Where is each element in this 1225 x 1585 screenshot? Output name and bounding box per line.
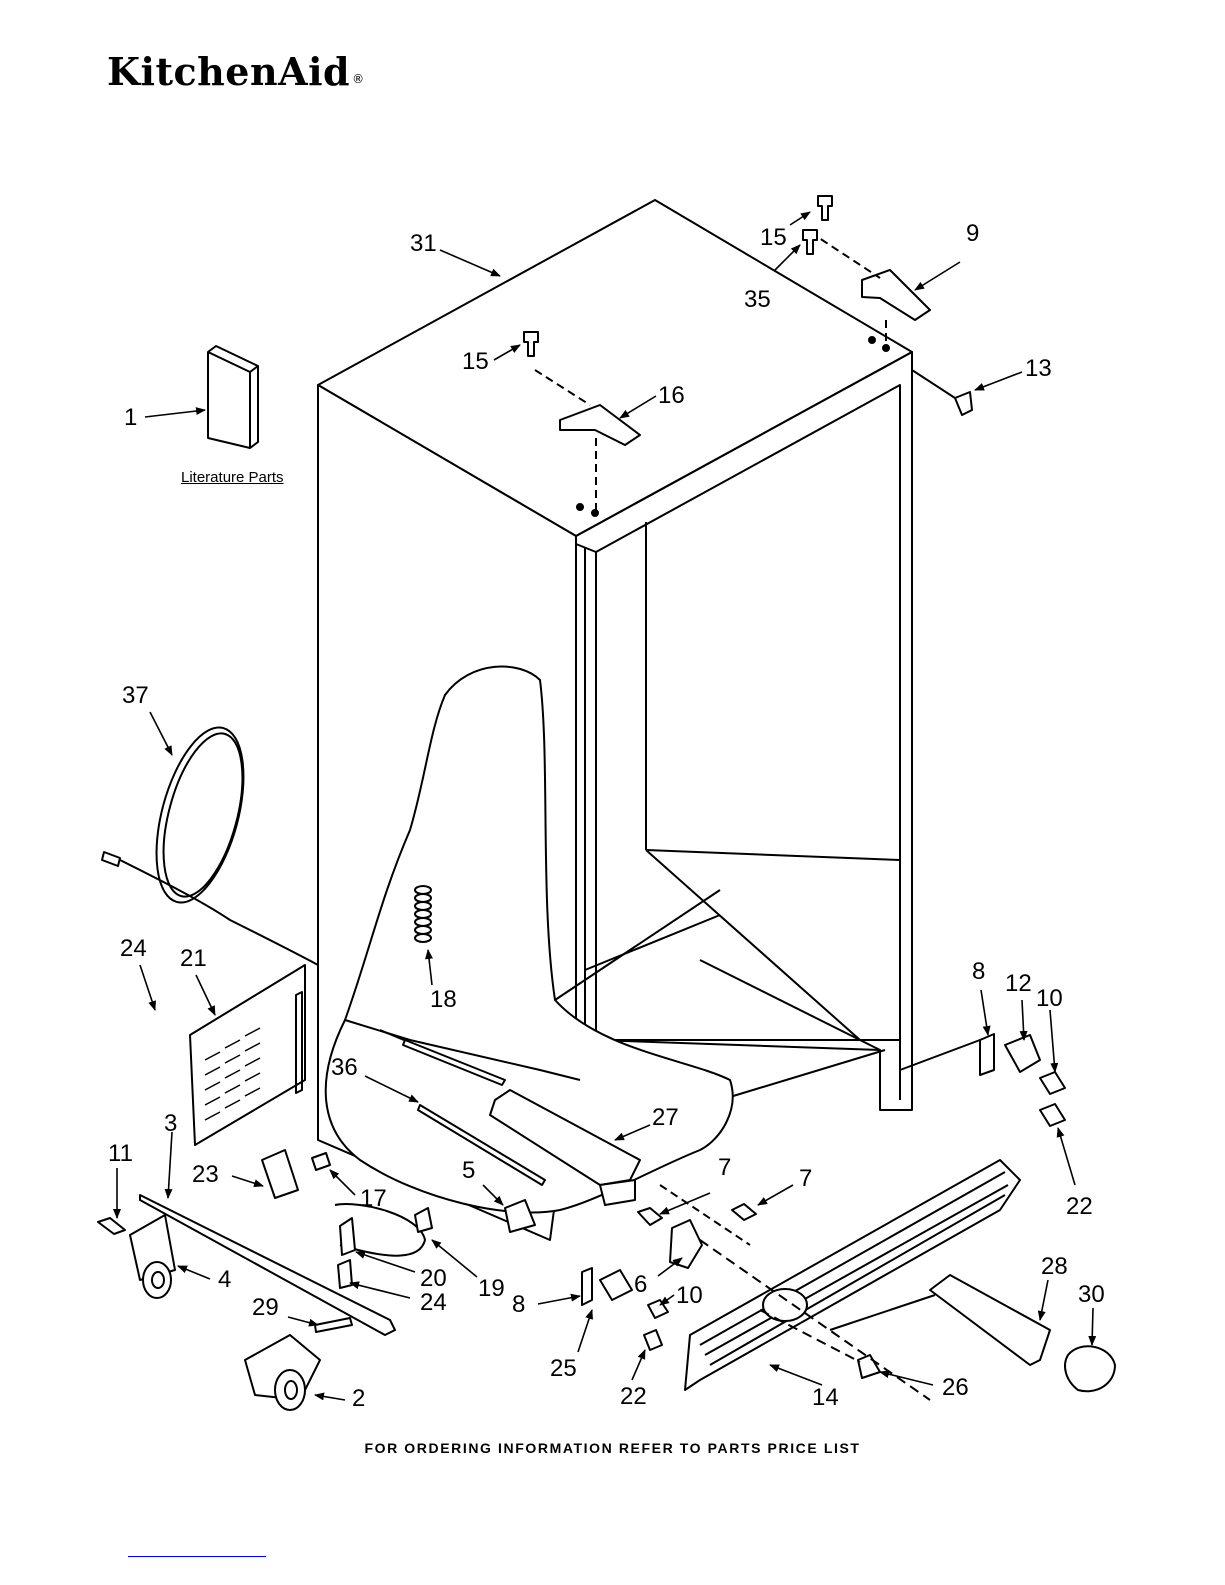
callout-28: 28 [1041, 1255, 1068, 1279]
leader-8b [538, 1296, 580, 1304]
leader-31 [440, 250, 500, 276]
callout-6: 6 [634, 1273, 647, 1297]
bracket-13 [955, 392, 972, 415]
leader-28 [1040, 1280, 1048, 1320]
leader-10b [660, 1295, 674, 1305]
screw-15-top [818, 196, 832, 220]
callout-7: 7 [799, 1167, 812, 1191]
leader-13 [975, 372, 1022, 390]
callout-16: 16 [658, 384, 685, 408]
callout-8: 8 [512, 1293, 525, 1317]
callout-3: 3 [164, 1112, 177, 1136]
leader-22b [632, 1350, 645, 1380]
base-grille [685, 1160, 1020, 1390]
callout-9: 9 [966, 222, 979, 246]
callout-4: 4 [218, 1268, 231, 1292]
callout-35: 35 [744, 288, 771, 312]
leader-15a [790, 212, 810, 225]
callout-21: 21 [180, 947, 207, 971]
leader-37 [150, 712, 172, 755]
leader-24a [140, 965, 155, 1010]
bracket-6 [670, 1220, 702, 1268]
leader-24b [350, 1283, 410, 1298]
callout-13: 13 [1025, 357, 1052, 381]
leader-30 [1092, 1308, 1093, 1345]
callout-22: 22 [620, 1385, 647, 1409]
callout-25: 25 [550, 1357, 577, 1381]
callout-27: 27 [652, 1106, 679, 1130]
callout-15: 15 [462, 350, 489, 374]
callout-11: 11 [108, 1142, 133, 1166]
leader-3 [168, 1132, 172, 1198]
leader-8a [981, 990, 988, 1035]
filter-cap [1065, 1346, 1115, 1391]
hinge-23 [262, 1150, 298, 1198]
leader-26 [880, 1372, 933, 1385]
callout-30: 30 [1078, 1283, 1105, 1307]
leader-9 [915, 262, 960, 290]
leader-2 [315, 1395, 345, 1400]
callout-17: 17 [360, 1187, 387, 1211]
water-filter [930, 1275, 1050, 1365]
callout-20: 20 [420, 1267, 447, 1291]
literature-book [208, 352, 250, 448]
callout-7: 7 [718, 1156, 731, 1180]
leader-14 [770, 1365, 822, 1385]
callout-26: 26 [942, 1376, 969, 1400]
leader-21 [196, 975, 215, 1015]
top-hinge-right [862, 270, 930, 320]
callout-15: 15 [760, 226, 787, 250]
callout-14: 14 [812, 1386, 839, 1410]
leader-10a [1050, 1010, 1055, 1072]
page-link-underline[interactable] [128, 1556, 266, 1557]
callout-18: 18 [430, 988, 457, 1012]
leader-22a [1058, 1128, 1075, 1185]
callout-10: 10 [676, 1284, 703, 1308]
leader-29 [288, 1317, 318, 1325]
leader-7b [758, 1185, 793, 1205]
leader-25 [578, 1310, 592, 1352]
leader-23 [232, 1176, 263, 1186]
literature-parts-label: Literature Parts [181, 469, 284, 486]
callout-37: 37 [122, 684, 149, 708]
callout-5: 5 [462, 1159, 475, 1183]
callout-23: 23 [192, 1163, 219, 1187]
callout-12: 12 [1005, 972, 1032, 996]
callout-19: 19 [478, 1277, 505, 1301]
callout-2: 2 [352, 1387, 365, 1411]
leader-12 [1022, 1000, 1024, 1040]
power-cord-coil [140, 718, 260, 912]
callout-1: 1 [124, 406, 137, 430]
callout-24: 24 [120, 937, 147, 961]
ordering-footer: FOR ORDERING INFORMATION REFER TO PARTS … [0, 1440, 1225, 1456]
callout-36: 36 [331, 1056, 358, 1080]
callout-24: 24 [420, 1291, 447, 1315]
callout-10: 10 [1036, 987, 1063, 1011]
callout-8: 8 [972, 960, 985, 984]
callout-31: 31 [410, 232, 437, 256]
leader-7a [660, 1193, 710, 1214]
leader-17 [330, 1170, 355, 1195]
leader-1 [145, 410, 205, 417]
leader-4 [178, 1266, 210, 1279]
bolt-29 [315, 1318, 352, 1332]
callout-22: 22 [1066, 1195, 1093, 1219]
screw-35 [803, 230, 817, 254]
callout-29: 29 [252, 1296, 279, 1320]
clip-26 [858, 1355, 880, 1378]
